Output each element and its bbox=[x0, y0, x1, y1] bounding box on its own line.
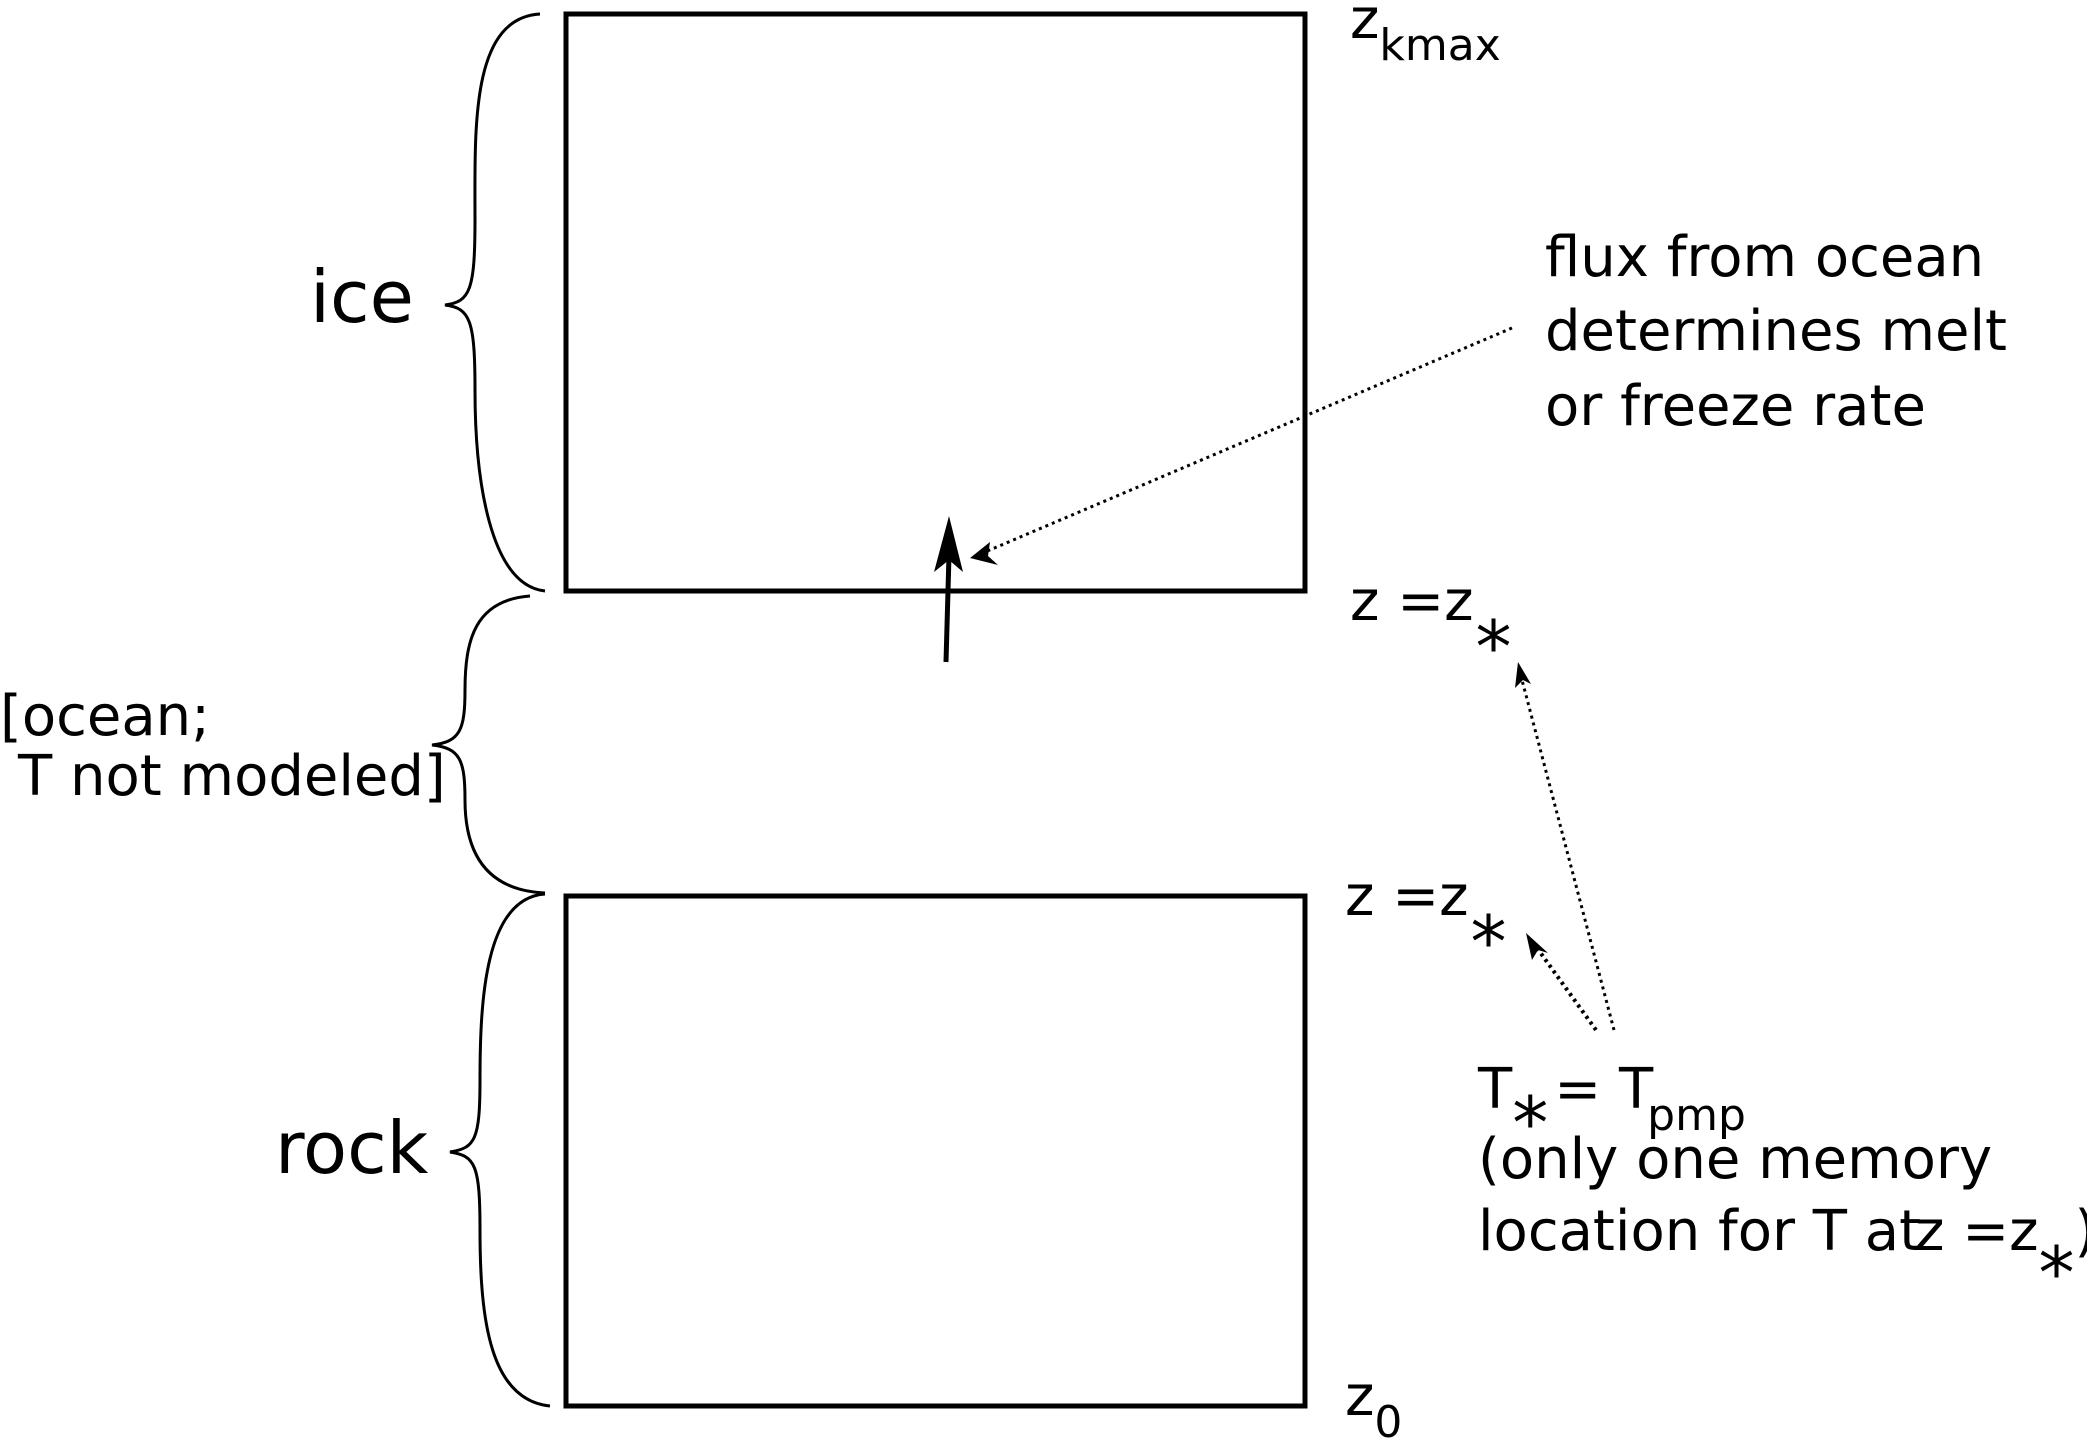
rock-layer-box bbox=[563, 893, 1308, 1409]
flux-pointer bbox=[984, 326, 1513, 554]
memory-annotation-z: z =z*) bbox=[1915, 1199, 2087, 1315]
tstar-pointer-upper bbox=[1520, 679, 1616, 1031]
rock-brace bbox=[449, 892, 551, 1408]
ocean-label-line2: T not modeled] bbox=[17, 744, 446, 809]
flux-arrow-shaft bbox=[943, 554, 952, 663]
tstar-annotation: T*= Tpmp bbox=[1477, 1057, 1746, 1165]
memory-annotation-line2: location for T at bbox=[1478, 1199, 1921, 1264]
flux-annotation-line1: flux from ocean bbox=[1545, 225, 1984, 290]
flux-arrow-head bbox=[934, 516, 963, 572]
level-bottom-label: z0 bbox=[1345, 1364, 1402, 1445]
flux-annotation-line3: or freeze rate bbox=[1545, 374, 1926, 439]
tstar-pointer-lower-head bbox=[1526, 933, 1548, 960]
memory-annotation-line1: (only one memory bbox=[1478, 1127, 1992, 1192]
ocean-label-line1: [ocean; bbox=[0, 684, 210, 749]
ocean-brace bbox=[431, 594, 546, 895]
ice-label: ice bbox=[310, 255, 414, 339]
ice-layer-box bbox=[563, 11, 1308, 594]
level-top-label: zkmax bbox=[1350, 0, 1501, 71]
level-rock-top-label: z =z* bbox=[1345, 864, 1507, 984]
rock-label: rock bbox=[275, 1106, 429, 1190]
flux-pointer-head bbox=[970, 542, 998, 565]
tstar-pointer-lower bbox=[1535, 946, 1598, 1032]
level-ice-base-label: z =z* bbox=[1350, 569, 1512, 689]
flux-annotation-line2: determines melt bbox=[1545, 299, 2007, 364]
tstar-pointer-upper-head bbox=[1515, 662, 1531, 688]
ice-brace bbox=[444, 12, 546, 593]
